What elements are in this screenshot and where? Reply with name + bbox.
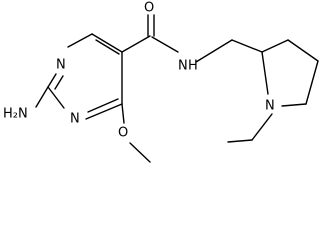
bond-n1-c2 — [47, 73, 57, 88]
bond-c4prime-c5prime — [305, 60, 319, 105]
bond-ch2-c2prime — [231, 39, 263, 53]
bond-c5prime-n — [281, 103, 307, 107]
atom-label-n-ring-top: N — [56, 58, 66, 73]
pyrimidine-ring — [47, 33, 123, 120]
bond-carbonyl-n — [151, 36, 179, 53]
bond-n-c2prime — [261, 51, 269, 95]
molecule-structure-diagram: H₂N N N O N H O N — [0, 0, 334, 172]
atom-label-o-carbonyl: O — [144, 1, 154, 16]
bond-n3-c4 — [85, 103, 123, 120]
atom-label-n-ring-bottom: N — [70, 112, 80, 127]
bond-c2-n3 — [47, 86, 65, 109]
atom-label-n-amide: N — [178, 59, 188, 74]
bond-c3prime-c4prime — [287, 39, 319, 62]
bond-c4-o — [121, 103, 125, 124]
bond-n-ch2 — [195, 39, 233, 63]
pyrrolidine-ring — [227, 39, 319, 143]
bond-ethyl-ch2-ch3 — [227, 139, 253, 143]
bond-n-ethyl-ch2 — [251, 113, 273, 141]
atom-label-n-pyrrolidine: N — [265, 99, 275, 114]
bond-c6-n1 — [67, 33, 93, 48]
atom-label-nh2: H₂N — [3, 107, 28, 122]
bond-n1-c2-double — [54, 75, 64, 90]
atom-labels: H₂N N N O N H O N — [3, 1, 275, 141]
bond-c2prime-c3prime — [261, 39, 289, 53]
bond-o-ch3 — [129, 142, 151, 163]
bond-c6-c5-double — [95, 39, 120, 55]
bond-c6-c5 — [91, 33, 123, 53]
canvas-background — [0, 0, 334, 172]
bond-c5-carbonyl — [121, 35, 151, 53]
atom-label-h-amide: H — [188, 59, 198, 74]
bond-c2-nh2 — [35, 86, 49, 108]
bond-n3-c4-double — [87, 98, 119, 113]
substituent-bonds — [35, 14, 263, 163]
atom-label-o-methoxy: O — [118, 126, 128, 141]
